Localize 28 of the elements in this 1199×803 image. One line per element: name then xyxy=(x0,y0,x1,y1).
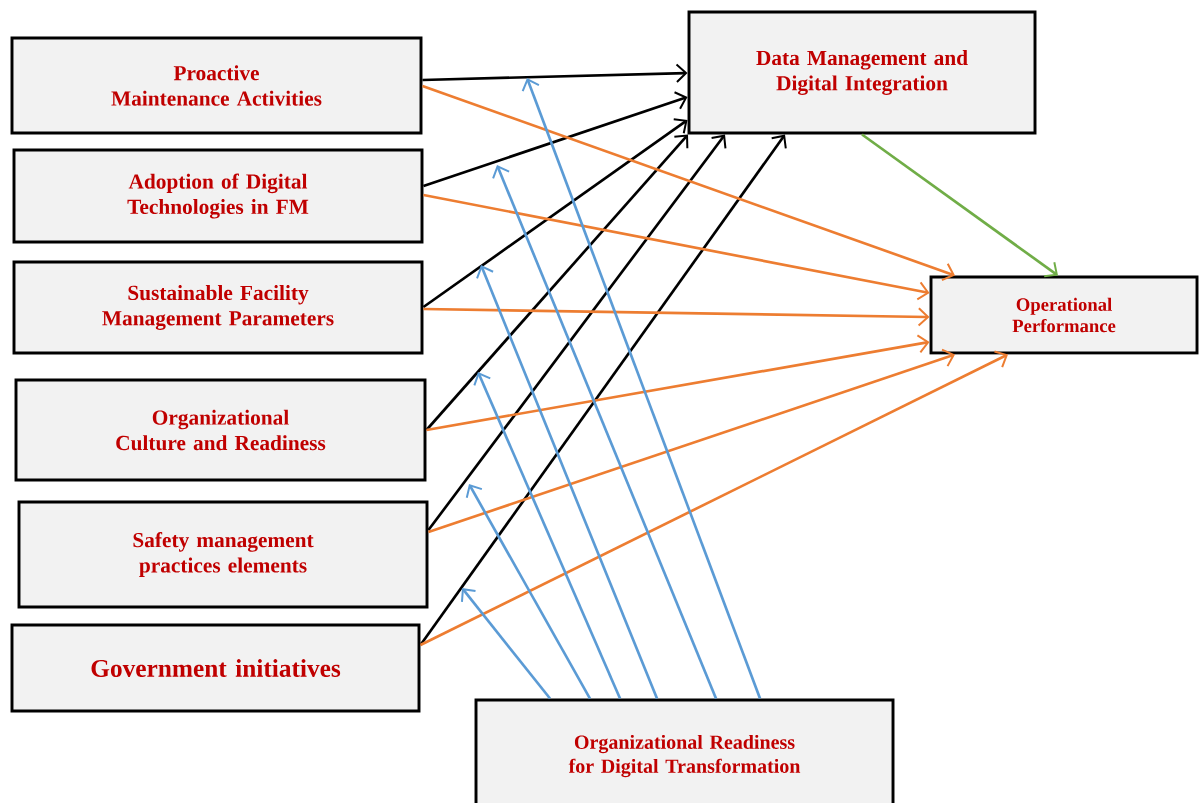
concept-box: Sustainable Facility Management Parameters xyxy=(12,260,424,355)
arrow xyxy=(422,84,955,282)
arrow xyxy=(428,348,955,534)
arrow xyxy=(465,484,592,700)
arrow xyxy=(423,91,688,188)
arrow xyxy=(460,588,552,700)
arrow xyxy=(425,134,689,431)
concept-box: Data Management and Digital Integration xyxy=(687,10,1037,135)
concept-box: Government initiatives xyxy=(10,623,421,713)
arrow xyxy=(492,165,718,700)
concept-box: Safety management practices elements xyxy=(17,500,429,609)
concept-box: Organizational Culture and Readiness xyxy=(14,378,427,482)
arrow xyxy=(521,78,762,699)
arrow xyxy=(419,134,787,646)
arrow xyxy=(476,265,659,700)
arrow xyxy=(426,334,930,432)
arrow xyxy=(419,350,1008,647)
concept-box: Adoption of Digital Technologies in FM xyxy=(12,148,424,244)
arrow xyxy=(423,193,930,301)
concept-box: Proactive Maintenance Activities xyxy=(10,36,423,135)
concept-box: Organizational Readiness for Digital Transformation xyxy=(474,698,895,803)
arrow xyxy=(422,63,688,83)
arrow xyxy=(422,118,688,309)
arrow xyxy=(423,307,930,327)
arrow xyxy=(473,372,622,700)
concept-box: Operational Performance xyxy=(929,275,1199,355)
arrow xyxy=(861,133,1058,278)
arrow xyxy=(427,134,727,531)
